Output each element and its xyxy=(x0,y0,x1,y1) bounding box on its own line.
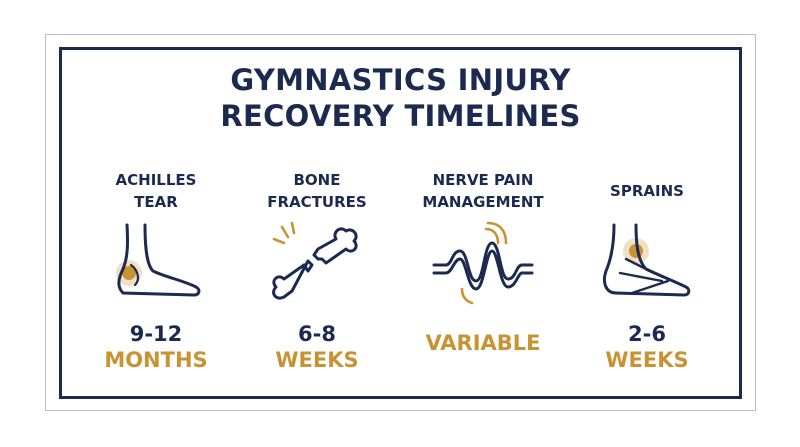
title-line-2: RECOVERY TIMELINES xyxy=(220,99,581,133)
outer-border xyxy=(45,34,756,411)
injury-card-achilles: ACHILLES TEAR 9-12 MONTHS xyxy=(76,163,236,373)
injury-card-sprains: SPRAINS 2-6 WEEKS xyxy=(567,163,727,373)
inner-border xyxy=(59,47,742,399)
broken-bone-icon xyxy=(272,221,358,300)
foot-achilles-icon xyxy=(116,223,201,297)
title-line-1: GYMNASTICS INJURY xyxy=(230,63,571,97)
injury-card-fractures: BONE FRACTURES 6-8 WEEKS xyxy=(237,163,397,373)
nerve-wave-icon xyxy=(432,221,534,305)
injury-card-nerve-pain: NERVE PAIN MANAGEMENT VARIABLE xyxy=(403,163,563,373)
injury-label: ACHILLES TEAR xyxy=(115,171,197,211)
injury-label: BONE FRACTURES xyxy=(267,171,367,211)
recovery-time: 2-6 WEEKS xyxy=(605,322,689,372)
recovery-time: 6-8 WEEKS xyxy=(275,322,359,372)
page-title: GYMNASTICS INJURY RECOVERY TIMELINES xyxy=(59,62,742,134)
ankle-sprain-icon xyxy=(602,223,691,297)
injury-label: NERVE PAIN MANAGEMENT xyxy=(422,171,544,211)
injury-label: SPRAINS xyxy=(610,182,684,200)
recovery-time: VARIABLE xyxy=(425,331,541,355)
recovery-time: 9-12 MONTHS xyxy=(104,322,208,372)
